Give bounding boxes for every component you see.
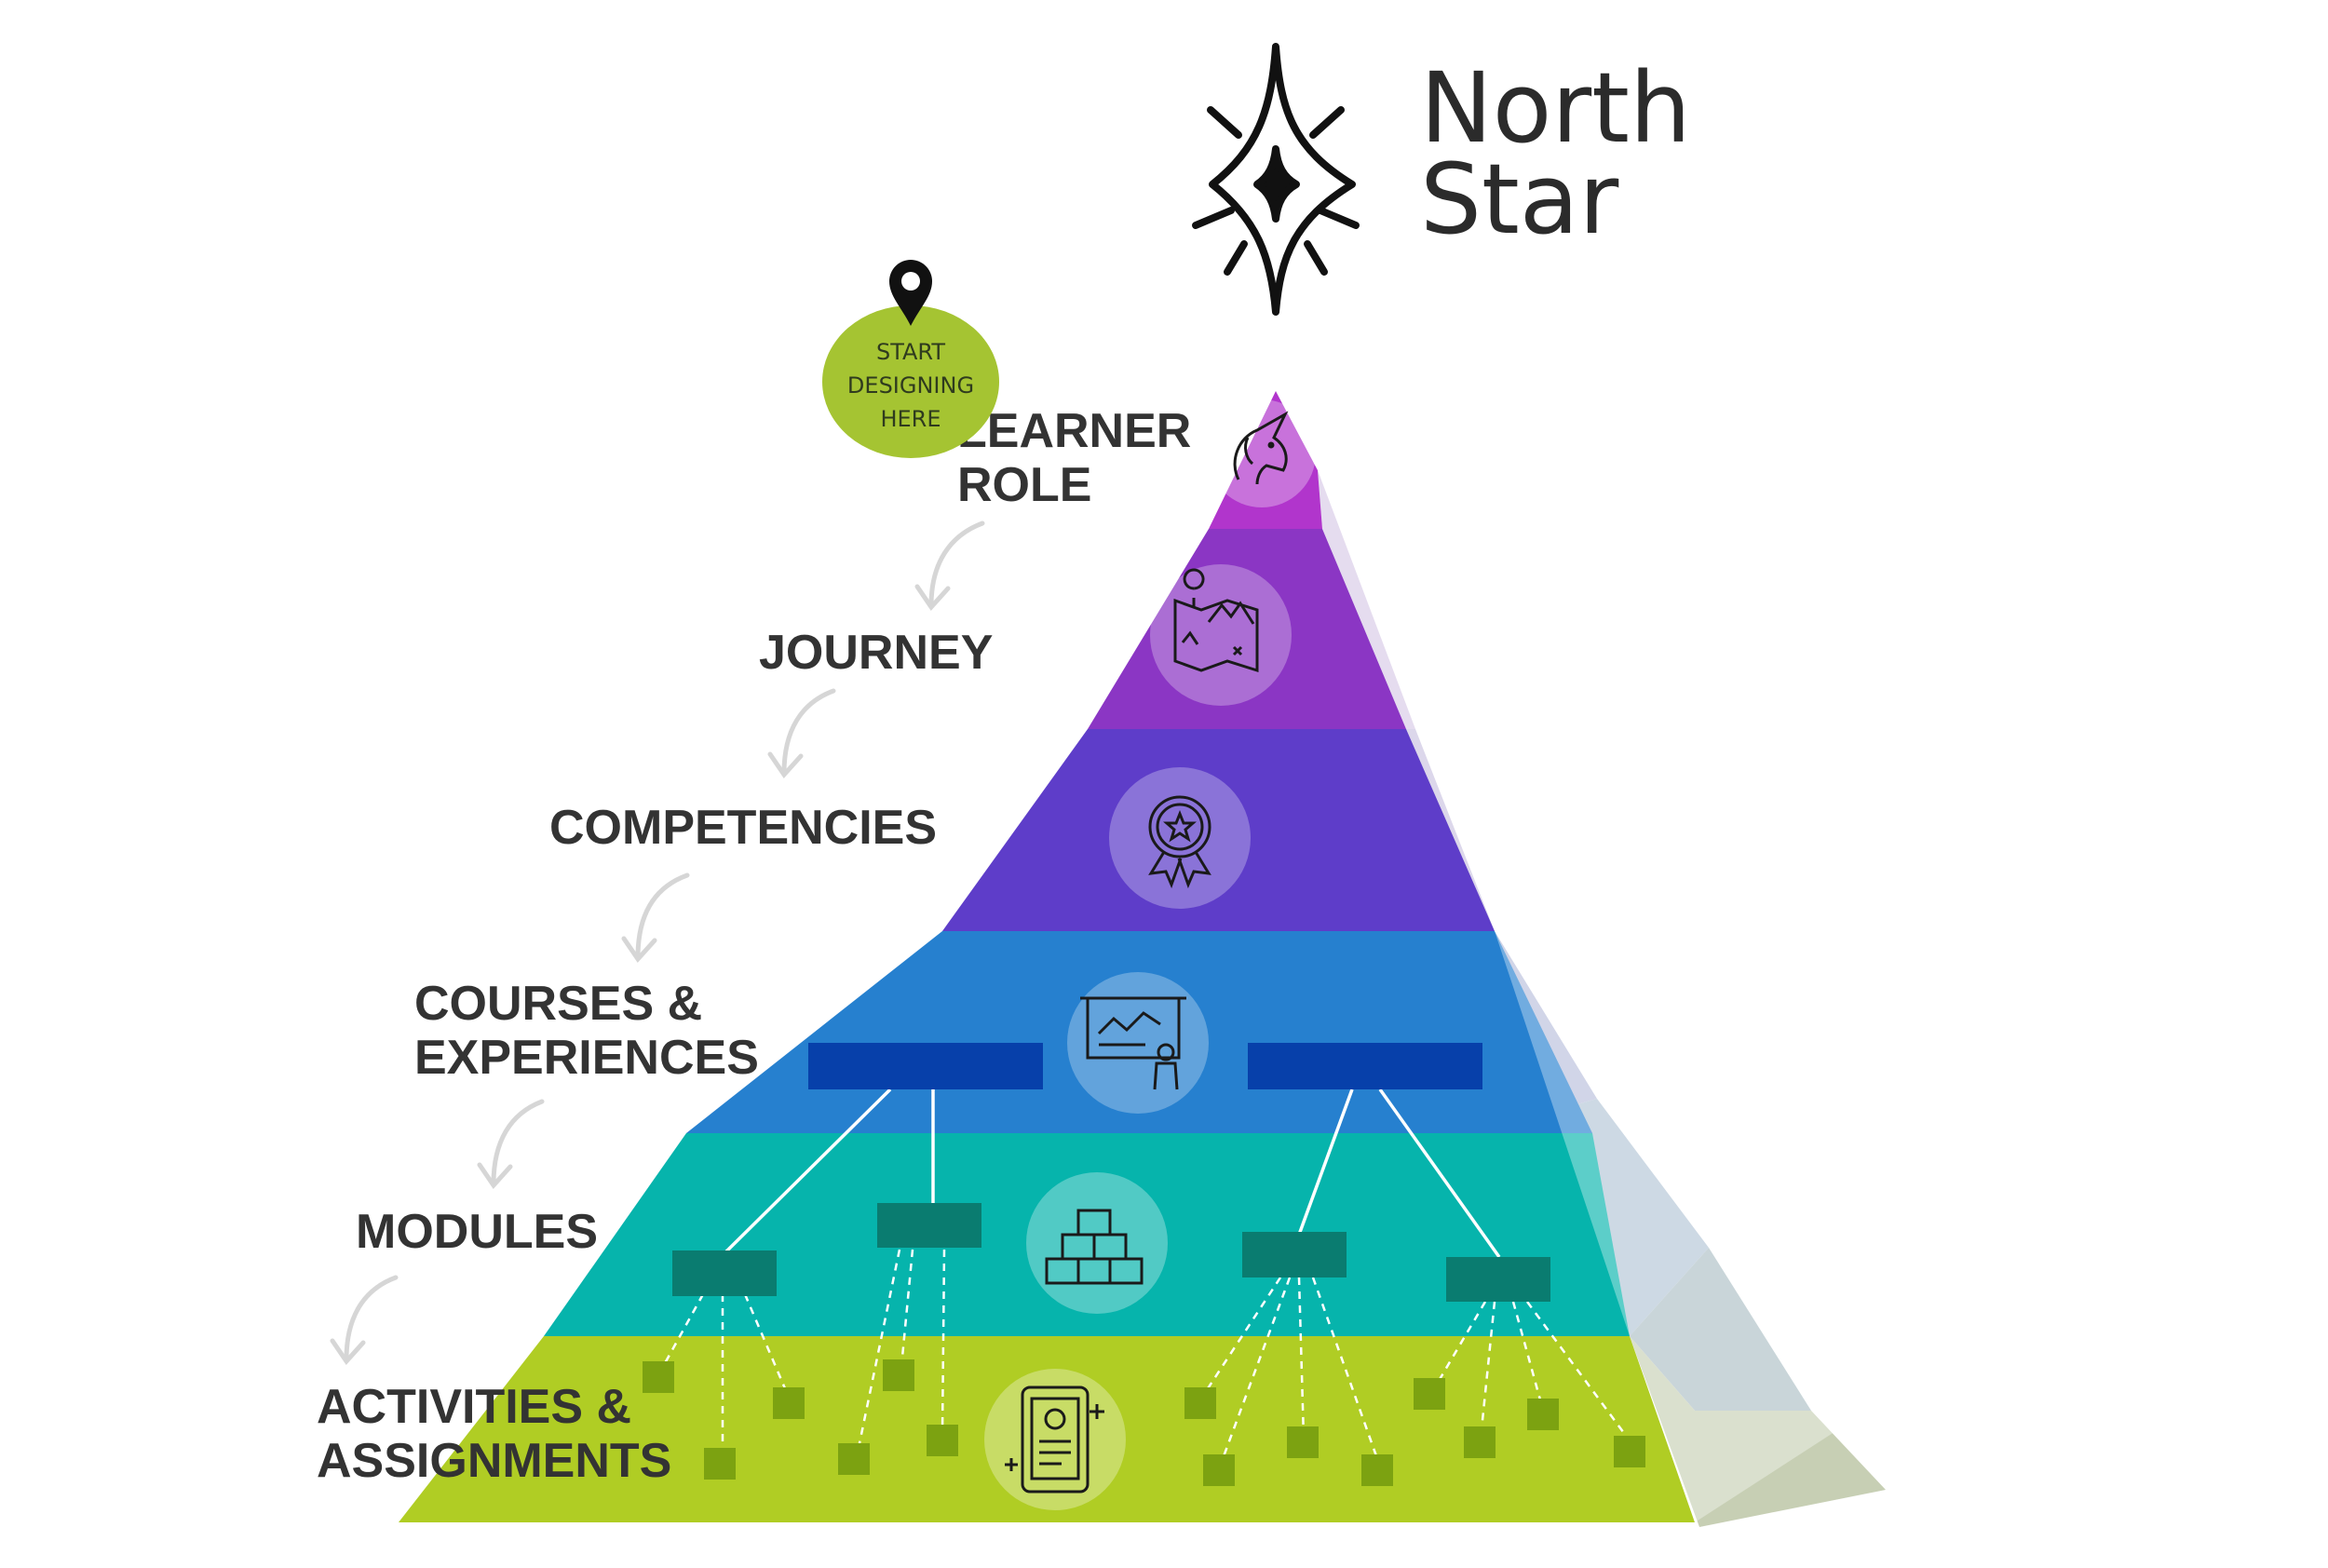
module-blocks [672,1203,1550,1302]
curved-arrow-icon [914,520,985,612]
curved-arrow-icon [621,872,690,964]
activity-square [883,1359,914,1391]
course-blocks [808,1043,1482,1089]
activity-square [773,1387,805,1419]
label-courses-1: COURSES & [414,977,702,1031]
pyramid-side-edge [1276,391,1872,1522]
start-marker-line3: HERE [880,406,941,432]
label-learner-role-2: ROLE [957,458,1091,512]
activity-square [1287,1426,1319,1458]
learner-role-icon-circle [1208,399,1316,507]
level-labels: LEARNER ROLE JOURNEY COMPETENCIES COURSE… [317,404,1191,1488]
label-modules: MODULES [356,1205,598,1259]
north-star-icon [1192,43,1360,316]
courses-icon-circle [1067,972,1209,1114]
activity-square [704,1448,736,1480]
journey-icon-circle [1150,564,1292,706]
modules-icon-circle [1026,1172,1168,1314]
start-marker-line2: DESIGNING [847,372,974,399]
start-marker: START DESIGNING HERE [822,260,999,458]
band-competencies [942,729,1495,931]
activity-square [838,1443,870,1475]
stacked-cubes-icon [1045,1209,1144,1285]
activity-square [927,1425,958,1456]
unicorn-icon [1233,411,1289,485]
band-learner-role [1209,391,1322,529]
activity-square [1203,1454,1235,1486]
curved-arrow-icon [477,1099,545,1190]
competencies-icon-circle [1109,767,1251,909]
label-activities-1: ACTIVITIES & [317,1380,631,1434]
activity-square [1414,1378,1445,1410]
start-marker-bubble [822,305,999,458]
mobile-card-icon [1005,1386,1104,1494]
module-block [1446,1257,1550,1302]
presentation-board-icon [1080,996,1186,1090]
start-marker-line1: START [876,339,945,365]
pyramid-front-face [399,391,1695,1522]
course-block [808,1043,1043,1089]
activity-square [643,1361,674,1393]
hierarchy-connectors [721,1088,1501,1259]
activity-square [1361,1454,1393,1486]
curved-arrow-icon [330,1275,399,1366]
curved-arrow-icon [767,688,836,779]
label-competencies: COMPETENCIES [549,801,937,855]
flow-arrows [330,520,985,1366]
activity-square [1527,1399,1559,1430]
activity-square [1614,1436,1645,1467]
label-activities-2: ASSIGNMENTS [317,1434,671,1488]
label-learner-role-1: LEARNER [957,404,1191,458]
label-journey: JOURNEY [759,626,993,680]
module-block [672,1250,777,1296]
band-journey [1088,529,1406,729]
label-courses-2: EXPERIENCES [414,1031,759,1085]
north-star-title-2: Star [1420,142,1619,256]
activity-square [1184,1387,1216,1419]
award-ribbon-icon [1148,795,1211,889]
module-block [1242,1232,1347,1277]
module-block [877,1203,981,1248]
activity-square [1464,1426,1496,1458]
north-star-title-1: North [1420,51,1691,165]
course-block [1248,1043,1482,1089]
location-pin-icon [889,260,932,326]
activity-squares [643,1359,1645,1486]
treasure-map-icon [1173,568,1259,673]
activity-connectors [657,1249,1633,1467]
activities-icon-circle [984,1369,1126,1510]
